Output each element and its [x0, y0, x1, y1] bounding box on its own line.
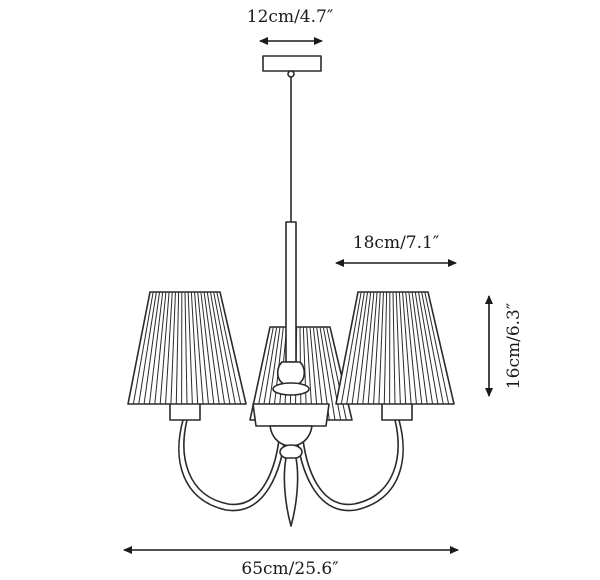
canopy-width-dimension: 12cm/4.7″: [247, 7, 333, 45]
chandelier-drawing: [127, 55, 455, 527]
left-lamp-shade: [127, 291, 247, 421]
shade-width-label: 18cm/7.1″: [353, 233, 439, 253]
shade-height-dimension: 16cm/6.3″: [485, 295, 524, 397]
column-urn: [272, 361, 310, 396]
center-column: [285, 221, 297, 363]
left-arm: [178, 419, 287, 512]
right-arm: [295, 419, 404, 512]
right-lamp-shade: [335, 291, 455, 421]
canopy-hook: [287, 70, 295, 78]
central-hub: [252, 403, 330, 527]
overall-width-label: 65cm/25.6″: [241, 559, 338, 579]
canopy-width-label: 12cm/4.7″: [247, 7, 333, 27]
shade-height-label: 16cm/6.3″: [504, 303, 524, 389]
ceiling-canopy: [262, 55, 322, 72]
shade-width-dimension: 18cm/7.1″: [335, 233, 457, 267]
overall-width-dimension: 65cm/25.6″: [123, 546, 459, 579]
